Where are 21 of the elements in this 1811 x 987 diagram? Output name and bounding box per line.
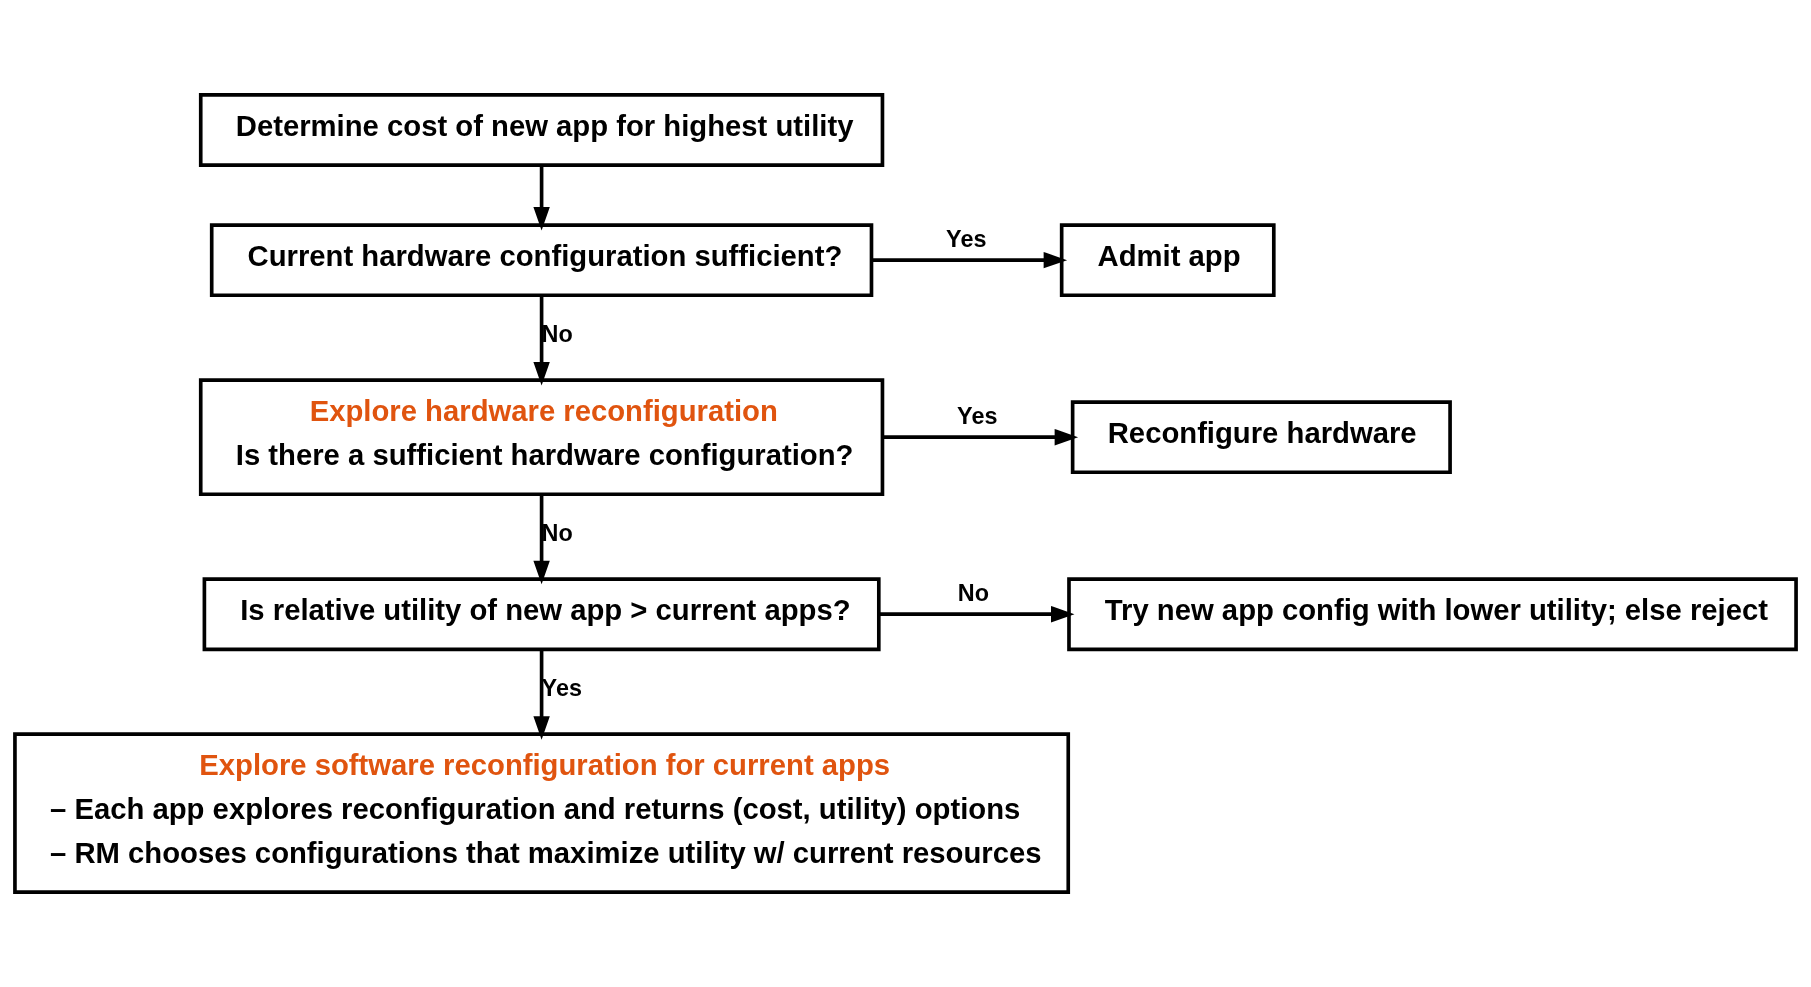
arrow — [533, 494, 550, 585]
node-box: Try new app config with lower utility; else reject — [1067, 577, 1798, 652]
node-box: Is relative utility of new app > current apps? — [202, 577, 881, 652]
arrow — [533, 165, 550, 231]
edge-label: No — [541, 320, 573, 347]
node-box: Explore software reconfiguration for current apps – Each app explores reconfiguration and returns (cost, utility) options – RM chooses configurations that maximize utility w/ current resources — [13, 732, 1071, 894]
node-box: Current hardware configuration sufficient? — [209, 223, 874, 298]
edge-label: No — [541, 519, 573, 546]
edge-label: No — [957, 579, 989, 606]
arrow — [871, 251, 1068, 269]
arrow — [882, 428, 1079, 446]
edge-label: Yes — [957, 402, 998, 429]
node-box: Explore hardware reconfiguration Is there a sufficient hardware configuration? — [198, 378, 885, 497]
arrow — [533, 295, 550, 386]
node-box: Admit app — [1059, 223, 1276, 298]
node-box: Determine cost of new app for highest utility — [198, 93, 885, 167]
node-box: Reconfigure hardware — [1070, 400, 1452, 475]
arrow — [533, 649, 550, 740]
edge-label: Yes — [541, 674, 582, 701]
arrow — [879, 606, 1075, 623]
edge-label: Yes — [946, 225, 987, 252]
